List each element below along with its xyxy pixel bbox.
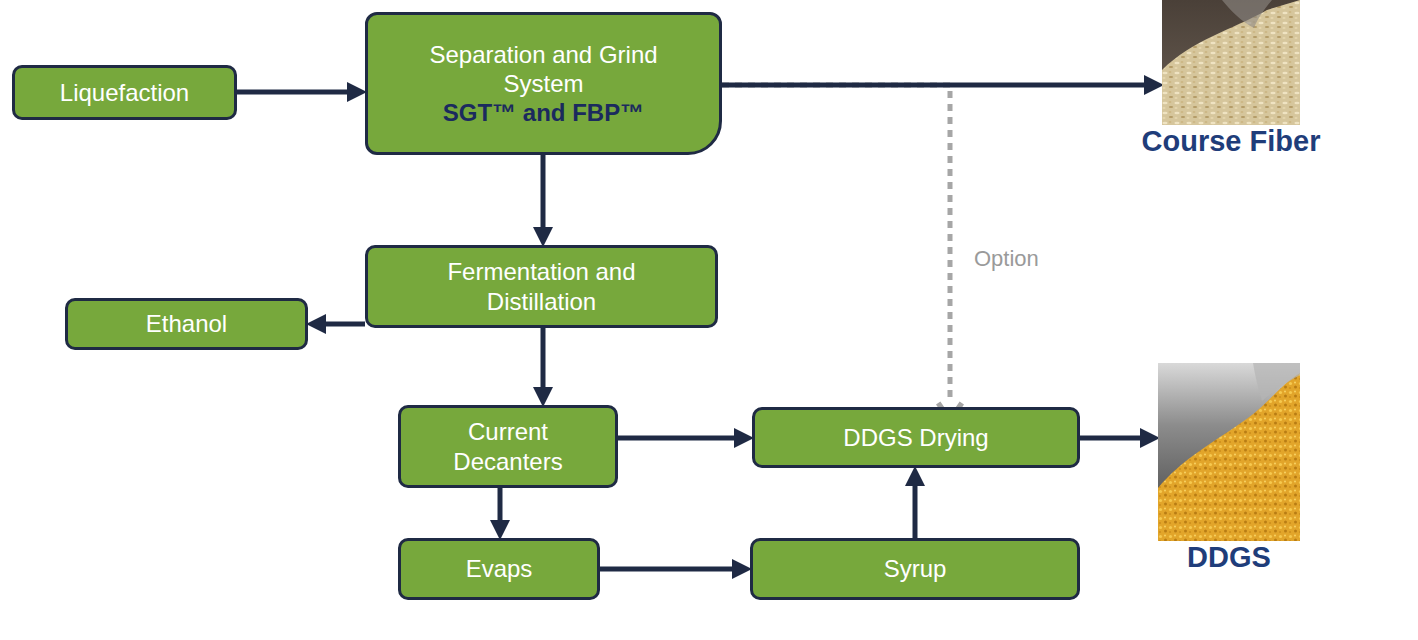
flow-arrow [1080, 436, 1140, 441]
box-label: Fermentation and Distillation [392, 257, 692, 316]
flow-arrow [913, 486, 918, 538]
process-box: Separation and Grind SystemSGT™ and FBP™ [365, 12, 722, 155]
product-label: Course Fiber [1142, 125, 1321, 158]
process-box: Liquefaction [12, 65, 237, 120]
process-box: Fermentation and Distillation [365, 245, 718, 328]
box-label: Liquefaction [60, 78, 189, 107]
flow-arrow [618, 436, 734, 441]
process-box: Syrup [750, 538, 1080, 600]
flow-arrow [237, 90, 347, 95]
edge-label: Option [972, 246, 1041, 272]
product-label: DDGS [1187, 541, 1271, 574]
flow-arrow [541, 328, 546, 387]
flow-arrow [722, 83, 1144, 88]
box-label: DDGS Drying [843, 423, 988, 452]
ddgs-photo [1158, 363, 1300, 541]
flow-arrow [541, 155, 546, 227]
box-sublabel: SGT™ and FBP™ [443, 98, 644, 127]
flow-arrow [498, 488, 503, 520]
process-box: DDGS Drying [752, 407, 1080, 468]
box-label: Ethanol [146, 309, 227, 338]
box-label: Current Decanters [433, 417, 583, 476]
flow-arrow [600, 567, 732, 572]
flow-arrow [326, 322, 365, 327]
box-label: Separation and Grind System [424, 40, 664, 99]
output-box: Ethanol [65, 298, 308, 350]
box-label: Syrup [884, 554, 947, 583]
product-photo: DDGS [1158, 363, 1300, 541]
product-photo: Course Fiber [1162, 0, 1300, 125]
box-label: Evaps [466, 554, 533, 583]
coarse-fiber-photo [1162, 0, 1300, 125]
process-box: Current Decanters [398, 405, 618, 488]
option-arrow [722, 85, 950, 403]
process-box: Evaps [398, 538, 600, 600]
